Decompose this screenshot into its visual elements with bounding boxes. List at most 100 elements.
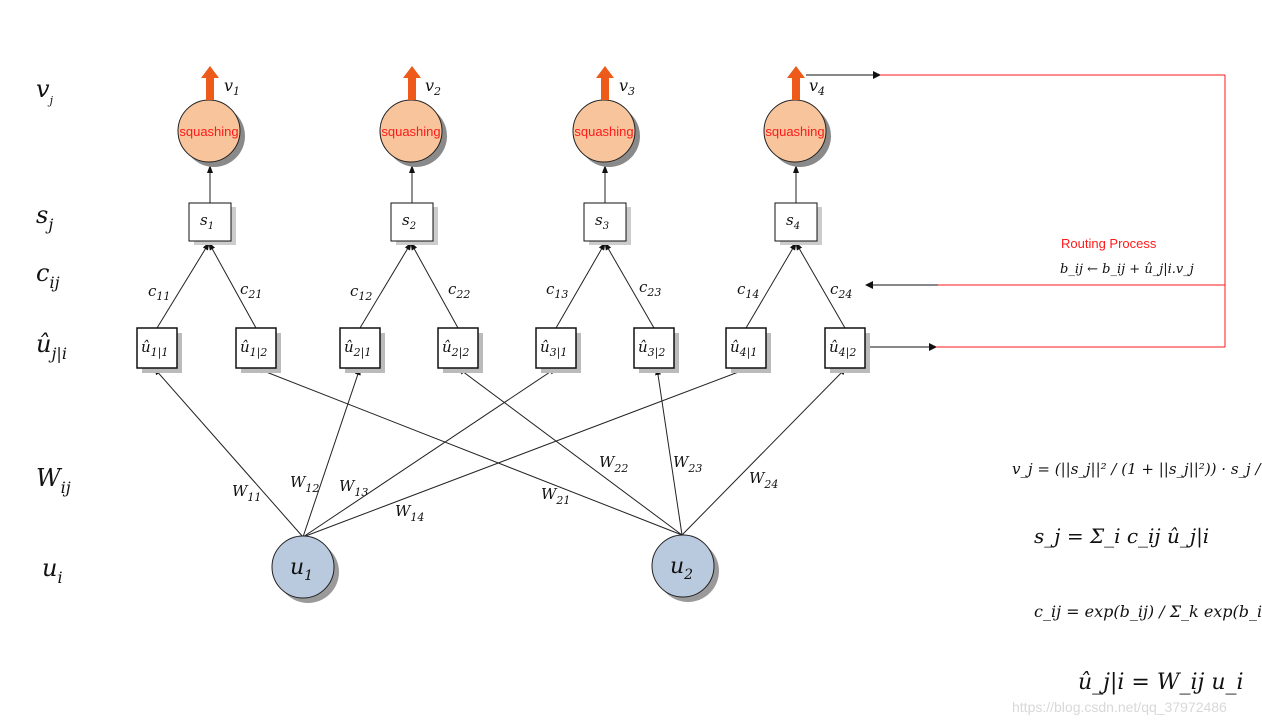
s-box: s4 bbox=[774, 202, 822, 245]
edge-w13 bbox=[302, 367, 557, 538]
output-labels: v1 v2 v3 v4 bbox=[224, 76, 825, 98]
squashing-node: squashing bbox=[572, 99, 640, 167]
s-box: s1 bbox=[188, 202, 236, 245]
uhat-box: û3|2 bbox=[633, 327, 679, 373]
c-label: c22 bbox=[448, 280, 470, 301]
uhat-box: û1|1 bbox=[136, 327, 182, 373]
squashing-nodes: squashing squashing squashing squashing bbox=[177, 99, 831, 167]
c-label: c13 bbox=[546, 280, 568, 301]
coupling-connections bbox=[156, 242, 846, 329]
row-label-v: vj bbox=[36, 75, 54, 107]
row-labels: vj sj cij ûj|i Wij ui bbox=[36, 75, 71, 587]
s-box: s3 bbox=[583, 202, 631, 245]
v-label: v2 bbox=[425, 76, 441, 98]
input-node-u1: u1 bbox=[271, 535, 339, 603]
w-label: W11 bbox=[232, 482, 261, 504]
edge-c14 bbox=[745, 242, 797, 329]
svg-text:squashing: squashing bbox=[381, 124, 440, 139]
edge-c21 bbox=[208, 242, 257, 329]
uhat-box: û2|1 bbox=[339, 327, 385, 373]
svg-text:û3|2: û3|2 bbox=[638, 338, 665, 360]
edge-w24 bbox=[681, 367, 847, 536]
edge-w12 bbox=[302, 367, 361, 538]
c-label: c12 bbox=[350, 282, 372, 303]
edge-c13 bbox=[555, 242, 606, 329]
svg-text:s1: s1 bbox=[200, 211, 214, 232]
output-arrows bbox=[201, 66, 805, 100]
svg-text:û1|2: û1|2 bbox=[240, 338, 267, 360]
c-label: c21 bbox=[240, 280, 262, 301]
edge-w14 bbox=[302, 367, 750, 538]
weight-labels: W11 W12 W13 W14 W21 W22 W23 W24 bbox=[232, 453, 778, 524]
equation-s: s_j = Σ_i c_ij û_j|i bbox=[1034, 524, 1209, 549]
up-arrow-icon bbox=[403, 66, 421, 100]
edge-w21 bbox=[255, 367, 683, 536]
up-arrow-icon bbox=[201, 66, 219, 100]
svg-text:û2|2: û2|2 bbox=[442, 338, 469, 360]
edge-w22 bbox=[457, 367, 683, 536]
watermark-url: https://blog.csdn.net/qq_37972486 bbox=[1012, 699, 1227, 715]
uhat-box: û4|2 bbox=[824, 327, 870, 373]
svg-text:û4|1: û4|1 bbox=[730, 338, 757, 360]
equations: v_j = (||s_j||² / (1 + ||s_j||²)) · s_j … bbox=[1012, 460, 1262, 695]
uhat-box: û3|1 bbox=[535, 327, 581, 373]
svg-text:s2: s2 bbox=[402, 211, 416, 232]
edge-c23 bbox=[604, 242, 655, 329]
w-label: W24 bbox=[749, 469, 778, 491]
svg-text:u1: u1 bbox=[290, 555, 313, 584]
edge-w11 bbox=[153, 367, 304, 538]
svg-text:û4|2: û4|2 bbox=[829, 338, 856, 360]
svg-text:squashing: squashing bbox=[179, 124, 238, 139]
squash-connections bbox=[207, 165, 799, 203]
equation-c: c_ij = exp(b_ij) / Σ_k exp(b_ik) bbox=[1034, 602, 1262, 621]
svg-text:s3: s3 bbox=[595, 211, 609, 232]
squashing-node: squashing bbox=[177, 99, 245, 167]
routing-update-rule: b_ij ← b_ij + û_j|i.v_j bbox=[1060, 262, 1194, 277]
svg-text:squashing: squashing bbox=[574, 124, 633, 139]
sum-boxes: s1 s2 s3 s4 bbox=[188, 202, 822, 245]
edge-c24 bbox=[795, 242, 846, 329]
c-label: c11 bbox=[148, 282, 170, 303]
s-box: s2 bbox=[390, 202, 438, 245]
uhat-box: û4|1 bbox=[725, 327, 771, 373]
edge-c12 bbox=[359, 242, 412, 329]
squashing-node: squashing bbox=[379, 99, 447, 167]
w-label: W13 bbox=[339, 477, 368, 499]
row-label-w: Wij bbox=[36, 464, 71, 497]
svg-text:û2|1: û2|1 bbox=[344, 338, 371, 360]
svg-text:s4: s4 bbox=[786, 211, 800, 232]
svg-text:û1|1: û1|1 bbox=[141, 338, 168, 360]
v-label: v3 bbox=[619, 76, 635, 98]
c-label: c24 bbox=[830, 280, 852, 301]
c-label: c23 bbox=[639, 278, 661, 299]
v-label: v1 bbox=[224, 76, 240, 98]
equation-v: v_j = (||s_j||² / (1 + ||s_j||²)) · s_j … bbox=[1012, 460, 1262, 478]
svg-text:u2: u2 bbox=[670, 554, 693, 583]
row-label-uhat: ûj|i bbox=[36, 330, 67, 363]
svg-text:squashing: squashing bbox=[765, 124, 824, 139]
row-label-u: ui bbox=[42, 554, 63, 587]
coupling-labels: c11 c21 c12 c22 c13 c23 c14 c24 bbox=[148, 278, 852, 303]
w-label: W14 bbox=[395, 502, 424, 524]
w-label: W22 bbox=[599, 453, 628, 475]
input-node-u2: u2 bbox=[651, 534, 719, 602]
uhat-box: û2|2 bbox=[437, 327, 483, 373]
routing-title: Routing Process bbox=[1061, 236, 1157, 251]
up-arrow-icon bbox=[787, 66, 805, 100]
w-label: W21 bbox=[541, 485, 570, 507]
up-arrow-icon bbox=[596, 66, 614, 100]
input-capsules: u1 u2 bbox=[271, 534, 719, 603]
uhat-box: û1|2 bbox=[235, 327, 281, 373]
w-label: W12 bbox=[290, 473, 319, 495]
svg-text:û3|1: û3|1 bbox=[540, 338, 567, 360]
routing-loop: Routing Process b_ij ← b_ij + û_j|i.v_j bbox=[806, 71, 1226, 351]
edge-c11 bbox=[156, 242, 210, 329]
row-label-c: cij bbox=[36, 259, 60, 292]
edge-c22 bbox=[410, 242, 459, 329]
weight-connections bbox=[153, 367, 847, 538]
row-label-s: sj bbox=[36, 201, 53, 234]
squashing-node: squashing bbox=[763, 99, 831, 167]
c-label: c14 bbox=[737, 280, 759, 301]
equation-uhat: û_j|i = W_ij u_i bbox=[1078, 670, 1244, 695]
